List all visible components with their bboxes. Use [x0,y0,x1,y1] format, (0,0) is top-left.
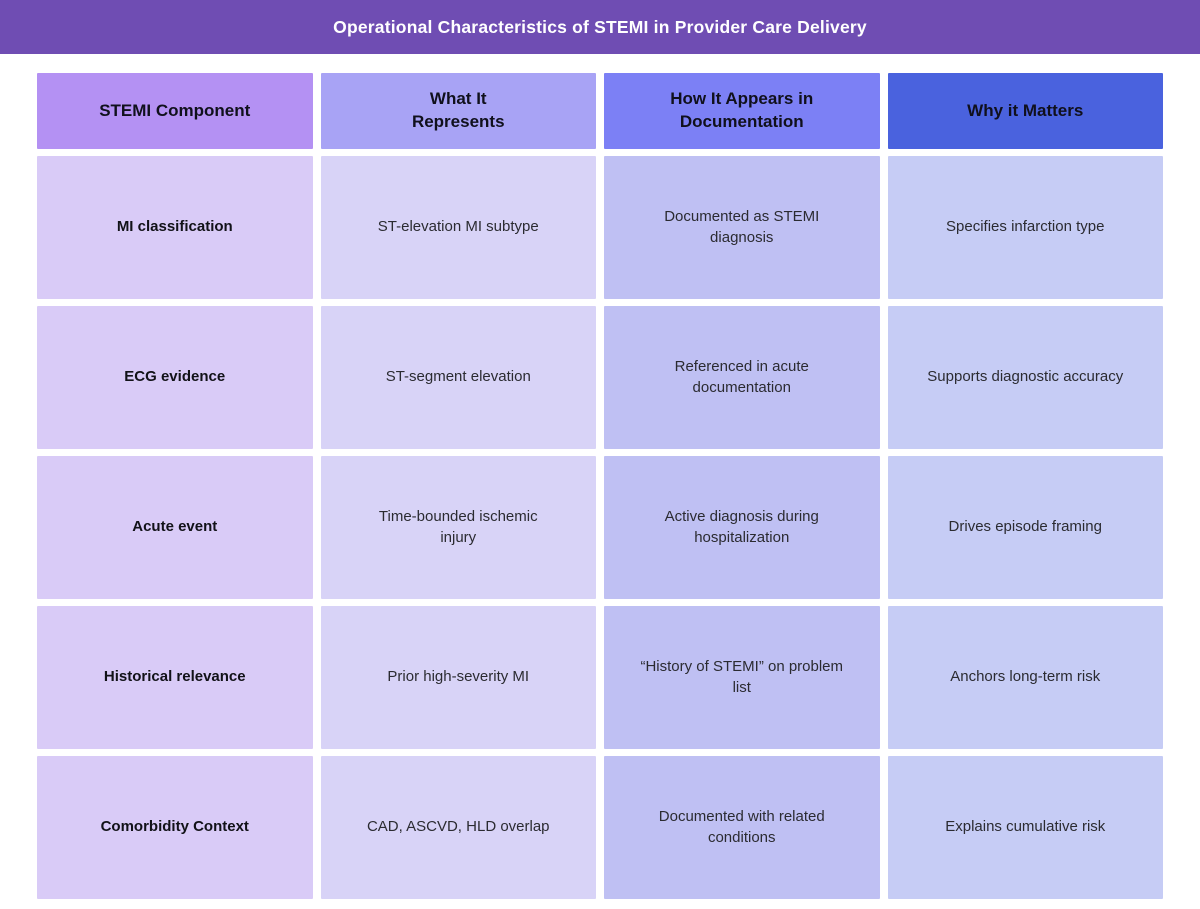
table-cell-component: ECG evidence [37,306,313,449]
stemi-table: STEMI Component What It Represents How I… [37,73,1163,899]
table-cell-component: Acute event [37,456,313,599]
cell-text: Historical relevance [103,668,246,686]
table-cell-component: Comorbidity Context [37,756,313,899]
table-cell-documentation: Documented as STEMI diagnosis [604,156,880,299]
table-cell-matters: Anchors long-term risk [887,606,1163,749]
header-label: How It Appears in Documentation [670,89,814,131]
table-cell-documentation: Referenced in acute documentation [604,306,880,449]
table-cell-matters: Supports diagnostic accuracy [887,306,1163,449]
table-cell-represents: CAD, ASCVD, HLD overlap [320,756,596,899]
cell-text: “History of STEMI” on problem list [640,658,844,696]
title-banner: Operational Characteristics of STEMI in … [0,0,1200,54]
table-cell-documentation: “History of STEMI” on problem list [604,606,880,749]
cell-text: Explains cumulative risk [945,818,1106,836]
cell-text: Documented with related conditions [658,808,825,846]
table-cell-matters: Drives episode framing [887,456,1163,599]
table-cell-represents: ST-elevation MI subtype [320,156,596,299]
table-cell-component: Historical relevance [37,606,313,749]
table-cell-documentation: Documented with related conditions [604,756,880,899]
cell-text: Acute event [132,518,218,536]
header-label: STEMI Component [99,100,251,120]
cell-text: Active diagnosis during hospitalization [664,508,819,546]
cell-text: ST-segment elevation [385,368,531,386]
cell-text: MI classification [116,218,233,236]
table-cell-represents: ST-segment elevation [320,306,596,449]
header-label: What It Represents [411,89,505,131]
cell-text: Specifies infarction type [946,218,1105,236]
table-cell-matters: Specifies infarction type [887,156,1163,299]
cell-text: ST-elevation MI subtype [377,218,539,236]
cell-text: CAD, ASCVD, HLD overlap [366,818,550,836]
cell-text: Prior high-severity MI [387,668,530,686]
table-cell-component: MI classification [37,156,313,299]
cell-text: Documented as STEMI diagnosis [664,208,820,246]
page-title: Operational Characteristics of STEMI in … [333,16,867,37]
table-cell-represents: Prior high-severity MI [320,606,596,749]
header-cell-why-it-matters: Why it Matters [887,73,1163,149]
cell-text: Drives episode framing [948,518,1102,536]
header-label: Why it Matters [967,100,1084,120]
cell-text: Time-bounded ischemic injury [378,508,538,546]
cell-text: Supports diagnostic accuracy [927,368,1124,386]
cell-text: Referenced in acute documentation [674,358,809,396]
table-cell-matters: Explains cumulative risk [887,756,1163,899]
cell-text: ECG evidence [124,368,226,386]
header-cell-stemi-component: STEMI Component [37,73,313,149]
table-cell-documentation: Active diagnosis during hospitalization [604,456,880,599]
header-cell-what-it-represents: What It Represents [320,73,596,149]
cell-text: Comorbidity Context [100,818,249,836]
header-cell-how-it-appears: How It Appears in Documentation [604,73,880,149]
table-cell-represents: Time-bounded ischemic injury [320,456,596,599]
cell-text: Anchors long-term risk [950,668,1101,686]
